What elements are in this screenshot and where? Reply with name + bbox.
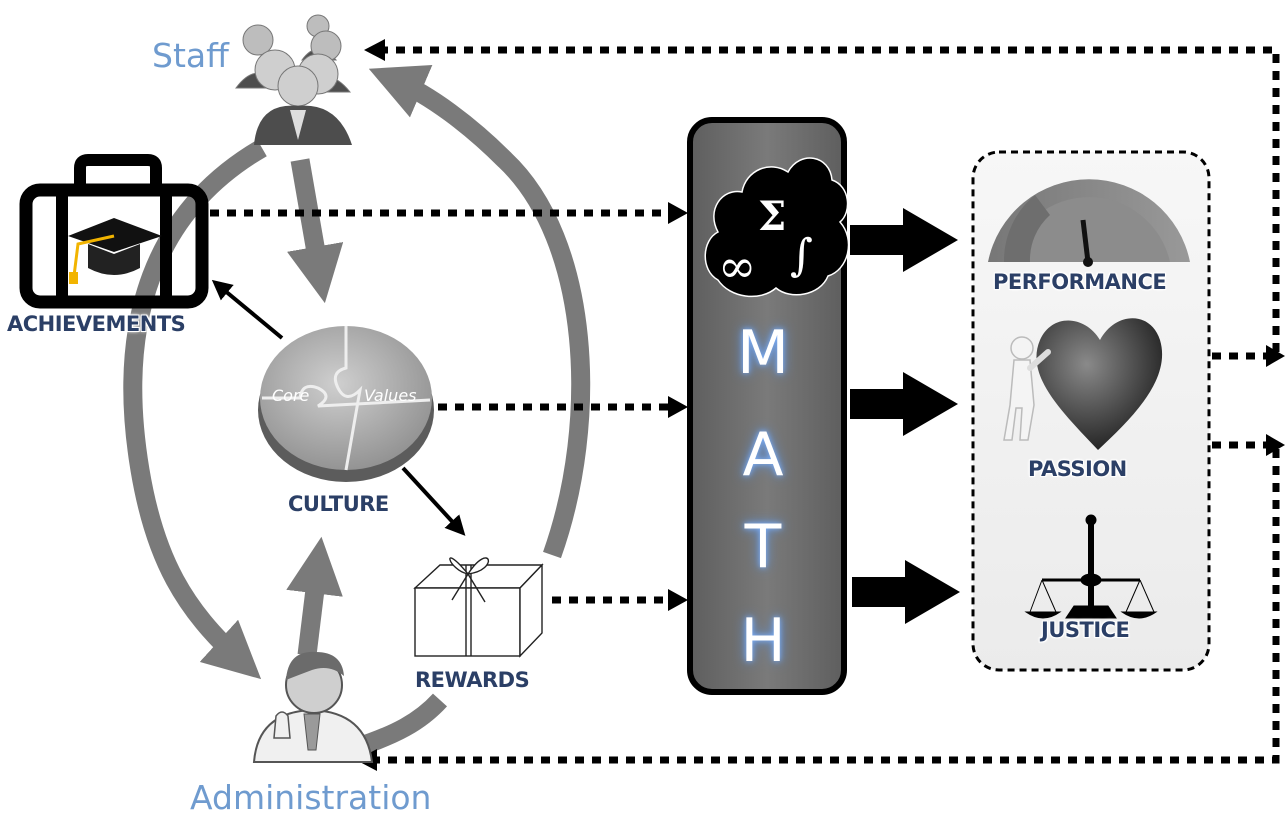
dotted-connectors — [210, 46, 1280, 764]
math-letter-m: M — [737, 318, 789, 388]
gift-box-icon — [413, 557, 544, 658]
svg-text:Σ: Σ — [758, 193, 786, 240]
arrow-math-to-justice-body — [852, 560, 960, 624]
administration-label: Administration — [190, 778, 432, 817]
math-output-arrows — [850, 208, 960, 624]
cycle-arrows — [123, 65, 591, 758]
briefcase-graduation-cap-icon — [19, 154, 209, 309]
people-group-icon — [235, 14, 352, 145]
core-label: Core — [272, 386, 310, 405]
svg-text:∞: ∞ — [718, 239, 756, 293]
performance-label: PERFORMANCE — [993, 270, 1167, 294]
arrow-staff-to-culture — [287, 158, 344, 304]
rewards-label: REWARDS — [415, 668, 530, 692]
culture-label: CULTURE — [288, 492, 389, 516]
math-letter-t: T — [744, 512, 782, 582]
arrow-culture-to-achievements — [211, 279, 284, 340]
justice-label: JUSTICE — [1041, 618, 1130, 642]
dotted-loop-to-staff — [382, 46, 1280, 360]
puzzle-icon — [258, 326, 434, 482]
arrow-staff-to-administration — [123, 139, 267, 680]
passion-label: PASSION — [1028, 457, 1127, 481]
arrow-math-to-passion — [850, 372, 958, 436]
heart-figure-icon — [1003, 318, 1163, 450]
scales-icon — [1024, 514, 1158, 619]
achievements-label: ACHIEVEMENTS — [7, 312, 186, 336]
arrow-rewards-to-administration — [352, 693, 448, 758]
manager-person-icon — [252, 651, 374, 763]
math-letter-a: A — [742, 420, 784, 490]
math-letter-h: H — [740, 606, 786, 676]
arrow-math-to-performance — [850, 208, 958, 272]
gauge-icon — [988, 179, 1190, 267]
math-cloud-icon: Σ ∫ ∞ — [704, 157, 850, 298]
arrow-rewards-to-staff — [368, 65, 591, 559]
dotted-loop-to-administration — [372, 441, 1280, 764]
arrow-culture-to-rewards — [401, 466, 466, 536]
svg-text:∫: ∫ — [790, 230, 813, 281]
values-label: Values — [364, 386, 417, 405]
staff-label: Staff — [152, 36, 229, 75]
arrow-administration-to-culture — [286, 536, 343, 657]
